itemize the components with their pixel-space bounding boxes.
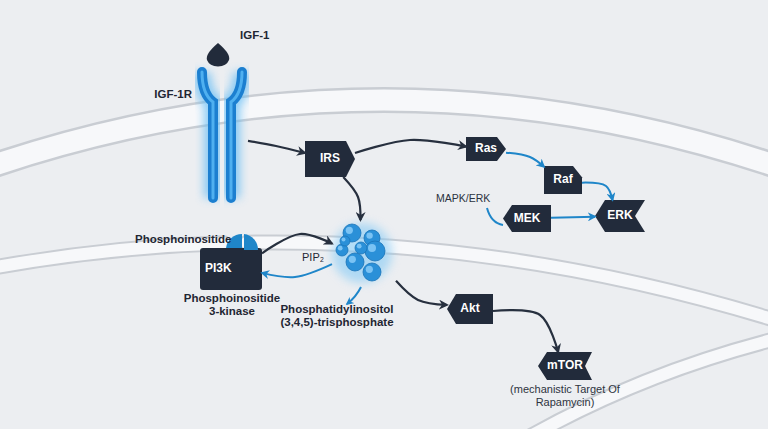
lipid-sphere xyxy=(340,236,350,246)
enzyme-accent xyxy=(244,234,258,250)
node-caption: Phosphoinositide xyxy=(135,233,227,246)
node-label: Akt xyxy=(447,294,493,324)
node-label: ERK xyxy=(595,200,645,232)
protein-box xyxy=(538,352,592,380)
protein-box: ERK xyxy=(595,200,645,232)
node-caption: Phosphatidylinositol (3,4,5)-trisphospha… xyxy=(270,303,404,329)
protein-box: mTOR(mechanistic Target Of Rapamycin) xyxy=(538,352,592,380)
node-caption: Phosphoinositide 3-kinase xyxy=(179,292,285,318)
sphere-highlight xyxy=(368,244,376,252)
shape-outline xyxy=(196,70,248,202)
lipid-sphere xyxy=(346,253,364,271)
pathway-arrow xyxy=(355,140,466,153)
protein-box: Raf xyxy=(544,166,582,194)
sphere-highlight xyxy=(346,227,353,234)
protein-box xyxy=(466,137,506,161)
sphere-highlight xyxy=(338,246,343,251)
lipid-sphere xyxy=(365,241,385,261)
inner-membrane xyxy=(515,336,768,429)
lipid-sphere xyxy=(355,242,367,254)
protein-box xyxy=(305,141,355,177)
node-label: IRS xyxy=(305,141,355,177)
pathway-arrow xyxy=(343,177,360,220)
receptor-highlight xyxy=(231,72,242,198)
node-label: mTOR xyxy=(538,352,592,380)
pathway-arrow xyxy=(493,310,558,352)
pathway-arrow xyxy=(262,264,332,277)
sphere-highlight xyxy=(342,238,346,242)
protein-box: MEK xyxy=(503,205,551,232)
sphere-highlight xyxy=(366,266,373,273)
shape-outline xyxy=(332,220,396,286)
pathway-arrow xyxy=(506,153,544,167)
node-label: Ras xyxy=(466,137,506,161)
cell-membrane xyxy=(0,100,768,170)
cluster-glow xyxy=(332,223,392,283)
node-label: Raf xyxy=(544,166,582,194)
pathway-arrow xyxy=(551,217,595,218)
protein-box xyxy=(595,200,645,232)
enzyme-box: PhosphoinositidePI3KPhosphoinositide 3-k… xyxy=(200,248,262,290)
protein-box xyxy=(544,166,582,194)
receptor-shape: IGF-1R xyxy=(196,70,248,202)
lipid-cluster: PIP₂Phosphatidylinositol (3,4,5)-trispho… xyxy=(332,220,396,286)
sphere-highlight xyxy=(357,244,362,249)
receptor-shape xyxy=(231,72,242,198)
node-caption: (mechanistic Target Of Rapamycin) xyxy=(510,383,620,408)
pathway-label: MAPK/ERK xyxy=(436,192,490,204)
node-caption: IGF-1R xyxy=(134,88,192,101)
cell-membrane xyxy=(0,100,768,170)
receptor-glow xyxy=(202,72,213,198)
sphere-highlight xyxy=(349,256,356,263)
ligand-shape xyxy=(207,43,230,66)
protein-box xyxy=(503,205,551,232)
enzyme-box xyxy=(200,248,262,290)
leader-line xyxy=(487,208,503,225)
node-caption: PIP₂ xyxy=(302,251,332,264)
leader-arrow xyxy=(347,287,361,304)
enzyme-accent xyxy=(226,234,242,248)
protein-box: Akt xyxy=(447,294,493,324)
node-caption: IGF-1 xyxy=(240,29,290,42)
receptor-glow xyxy=(231,72,242,198)
protein-box: IRS xyxy=(305,141,355,177)
ligand-shape: IGF-1 xyxy=(206,43,230,69)
protein-box xyxy=(447,294,493,324)
receptor-highlight xyxy=(202,72,213,198)
pathway-arrow xyxy=(248,141,305,153)
pathway-arrow xyxy=(582,183,613,200)
receptor-shape xyxy=(202,72,213,198)
node-label: MEK xyxy=(503,205,551,232)
pathway-arrow xyxy=(396,281,447,305)
pathway-arrow xyxy=(262,234,332,253)
protein-box: Ras xyxy=(466,137,506,161)
lipid-sphere xyxy=(363,263,381,281)
sphere-highlight xyxy=(366,232,372,238)
node-label: PI3K xyxy=(205,262,245,276)
inner-membrane xyxy=(515,336,768,429)
shape-outline xyxy=(206,43,230,69)
